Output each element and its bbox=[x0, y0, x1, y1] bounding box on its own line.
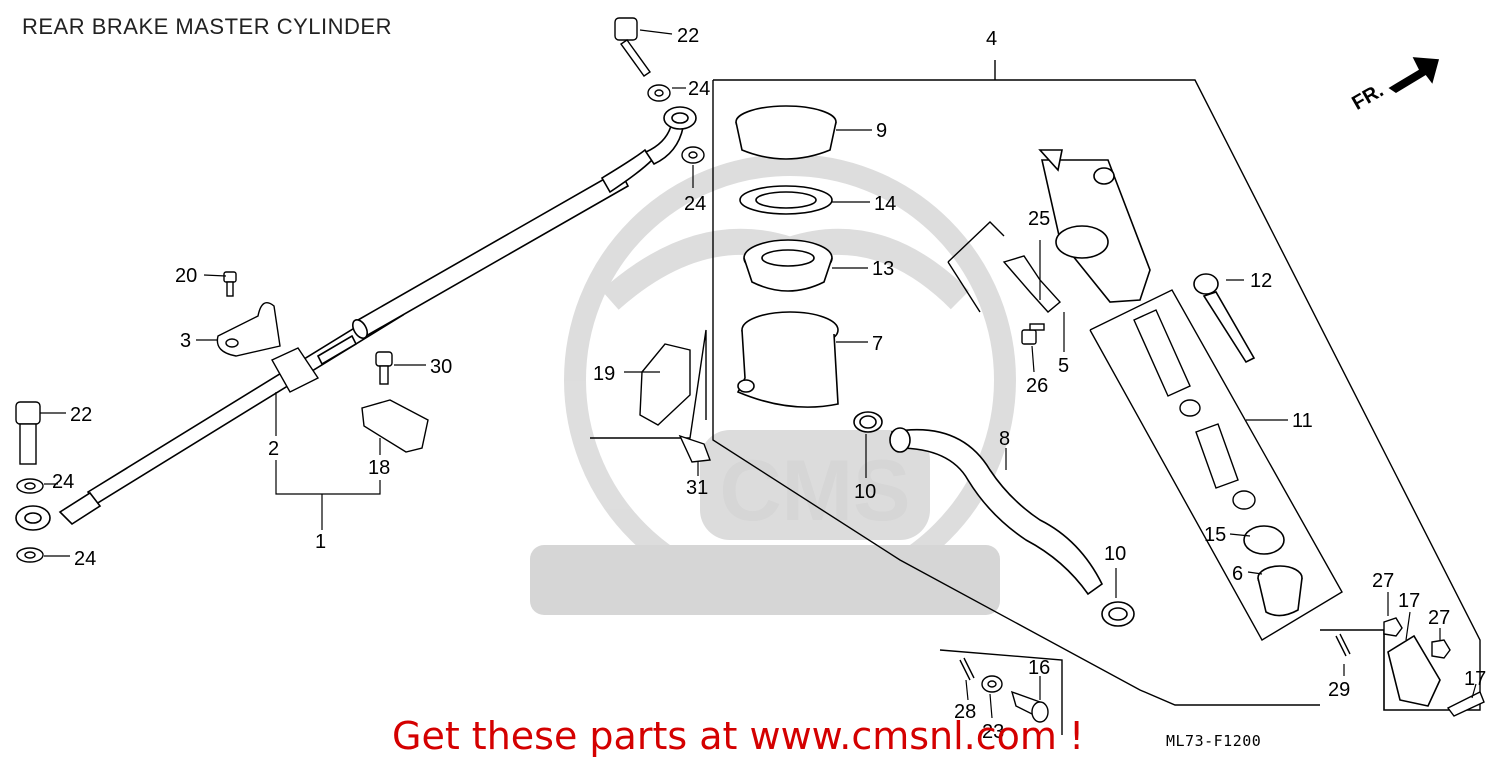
callout-1: 1 bbox=[315, 531, 326, 553]
hose-clip bbox=[361, 399, 429, 453]
callout-10-upper: 10 bbox=[854, 481, 876, 503]
front-direction-arrow bbox=[1388, 57, 1440, 93]
callout-29: 29 bbox=[1328, 679, 1350, 701]
callout-11: 11 bbox=[1292, 410, 1313, 432]
callout-10-lower: 10 bbox=[1104, 543, 1126, 565]
reservoir-hose bbox=[889, 427, 1104, 596]
banjo-bolt-upper bbox=[614, 17, 651, 77]
callout-26: 26 bbox=[1026, 375, 1048, 397]
master-cylinder-body bbox=[1038, 149, 1151, 303]
callout-7: 7 bbox=[872, 333, 883, 355]
dust-boot bbox=[1257, 565, 1303, 617]
pin-group bbox=[939, 649, 1063, 735]
hose-joint bbox=[947, 221, 1062, 313]
watermark: CMS WWW.CMSNL.COM bbox=[530, 154, 1016, 615]
callout-8: 8 bbox=[999, 428, 1010, 450]
banjo-bolt-lower bbox=[15, 401, 41, 465]
callout-23: 23 bbox=[982, 721, 1004, 743]
joint-pin bbox=[1446, 691, 1485, 717]
hose-grommet bbox=[271, 347, 320, 393]
push-rod-joint bbox=[1320, 629, 1441, 711]
callout-18: 17 bbox=[1398, 590, 1420, 612]
diagram-code: ML73-F1200 bbox=[1166, 732, 1262, 750]
push-rod bbox=[1193, 273, 1256, 364]
hose-clip-lower bbox=[1101, 601, 1135, 627]
leader-lines bbox=[40, 29, 1477, 719]
callout-21: 20 bbox=[175, 265, 197, 287]
sealing-washers bbox=[16, 84, 705, 563]
callout-9: 9 bbox=[876, 120, 887, 142]
callout-6: 6 bbox=[1232, 563, 1243, 585]
callout-2: 2 bbox=[268, 438, 279, 460]
callout-24-d: 24 bbox=[74, 548, 96, 570]
callout-24-b: 24 bbox=[684, 193, 706, 215]
callout-30: 30 bbox=[430, 356, 452, 378]
circlip bbox=[1243, 525, 1285, 555]
callout-27-b: 27 bbox=[1428, 607, 1450, 629]
bolt-31 bbox=[678, 434, 711, 463]
callout-25: 25 bbox=[1028, 208, 1050, 230]
callout-15: 15 bbox=[1204, 524, 1226, 546]
callout-numbers: 22 24 24 4 9 14 13 7 20 3 30 22 24 24 2 … bbox=[52, 25, 1486, 743]
brake-hose bbox=[15, 106, 697, 531]
joint-screw bbox=[1021, 323, 1045, 345]
callout-27-a: 27 bbox=[1372, 570, 1394, 592]
bolt-21 bbox=[223, 271, 237, 297]
callout-24-a: 24 bbox=[688, 78, 710, 100]
callout-22-upper: 22 bbox=[677, 25, 699, 47]
piston-kit bbox=[1089, 289, 1343, 641]
callout-20: 19 bbox=[593, 363, 615, 385]
callout-12: 12 bbox=[1250, 270, 1272, 292]
watermark-url: WWW.CMSNL.COM bbox=[562, 557, 968, 606]
watermark-logo: CMS bbox=[719, 443, 910, 539]
reservoir-tank bbox=[736, 311, 839, 408]
callout-13: 13 bbox=[872, 258, 894, 280]
callout-14: 14 bbox=[874, 193, 896, 215]
callout-4: 4 bbox=[986, 28, 997, 50]
bolt-30 bbox=[375, 351, 393, 385]
cotter-pin-29 bbox=[1335, 633, 1351, 657]
callout-24-c: 24 bbox=[52, 471, 74, 493]
cap-plate bbox=[739, 185, 833, 215]
hose-clamp bbox=[216, 302, 281, 357]
footer-link-text[interactable]: Get these parts at www.cmsnl.com ! bbox=[392, 714, 1085, 758]
callout-22-lower: 22 bbox=[70, 404, 92, 426]
reservoir-cap bbox=[735, 105, 837, 160]
page-title: REAR BRAKE MASTER CYLINDER bbox=[22, 14, 392, 39]
reservoir-bracket bbox=[590, 329, 707, 439]
hose-clip-upper bbox=[853, 411, 883, 433]
callout-28: 28 bbox=[954, 701, 976, 723]
callout-19: 18 bbox=[368, 457, 390, 479]
callout-5: 5 bbox=[1058, 355, 1069, 377]
lock-nuts bbox=[1383, 617, 1451, 659]
callout-31: 31 bbox=[686, 477, 708, 499]
callout-17: 17 bbox=[1464, 668, 1486, 690]
callout-3: 3 bbox=[180, 330, 191, 352]
reservoir-diaphragm bbox=[743, 239, 833, 292]
callout-16: 16 bbox=[1028, 657, 1050, 679]
